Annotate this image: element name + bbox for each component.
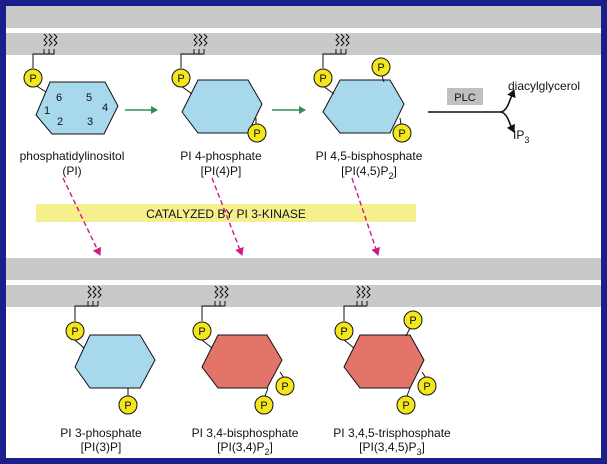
phosphate-p: P [23, 68, 43, 88]
ring-number-2: 2 [57, 116, 63, 128]
diacylglycerol-label: diacylglycerol [508, 79, 580, 93]
fatty-acid-tails [356, 285, 371, 299]
inositol-ring [322, 79, 405, 134]
fatty-acid-tails [87, 285, 102, 299]
fatty-acid-tails [214, 285, 229, 299]
phosphate-p: P [371, 57, 391, 77]
fatty-acid-tails [193, 33, 208, 47]
molecule-pip3: P P P P PI 3,4,5-trisphosphate [PI(3,4,5… [333, 285, 451, 457]
svg-text:P: P [423, 381, 430, 393]
phosphate-p: P [247, 123, 267, 143]
svg-text:P: P [253, 128, 260, 140]
fatty-acid-tails [43, 33, 58, 47]
molecule-pi3p: P P PI 3-phosphate [PI(3)P] [60, 285, 156, 454]
pi-abbrev: (PI) [62, 164, 81, 178]
svg-text:P: P [402, 400, 409, 412]
ring-number-5: 5 [86, 92, 92, 104]
molecule-pi: P 1 2 3 4 5 6 phosphatidylinositol (PI) [20, 33, 125, 178]
pip2-abbrev: [PI(4,5)P2] [341, 164, 397, 181]
phosphate-p: P [392, 123, 412, 143]
pi4p-name: PI 4-phosphate [180, 149, 262, 163]
pip3-name: PI 3,4,5-trisphosphate [333, 426, 451, 440]
inositol-ring [74, 334, 156, 389]
svg-text:P: P [281, 381, 288, 393]
pi3p-abbrev: [PI(3)P] [81, 440, 122, 454]
ring-number-1: 1 [44, 105, 50, 117]
ring-number-6: 6 [56, 92, 62, 104]
pi34p2-abbrev: [PI(3,4)P2] [217, 440, 273, 457]
molecule-pip2: P P P PI 4,5-bisphosphate [PI(4,5)P2] [313, 33, 423, 181]
fatty-acid-tails [335, 33, 350, 47]
svg-text:P: P [409, 315, 416, 327]
pip3-abbrev: [PI(3,4,5)P3] [359, 440, 425, 457]
arrow-pip2-to-pip3 [351, 177, 381, 256]
molecule-pi4p: P P PI 4-phosphate [PI(4)P] [171, 33, 267, 178]
pi4p-abbrev: [PI(4)P] [201, 164, 242, 178]
phosphate-p: P [192, 321, 212, 341]
kinase-banner-text: CATALYZED BY PI 3-KINASE [146, 207, 306, 221]
phosphate-p: P [417, 376, 437, 396]
pip2-name: PI 4,5-bisphosphate [316, 149, 423, 163]
molecule-pi34p2: P P P PI 3,4-bisphosphate [PI(3,4)P2] [192, 285, 299, 457]
phosphate-p: P [65, 321, 85, 341]
plc-box [447, 88, 483, 105]
bottom-membrane [6, 258, 601, 307]
svg-text:P: P [124, 400, 131, 412]
phosphate-p: P [275, 376, 295, 396]
svg-text:P: P [398, 128, 405, 140]
plc-cleavage: PLC diacylglycerol IP3 [428, 79, 580, 145]
phosphate-p: P [171, 68, 191, 88]
phosphate-p: P [334, 321, 354, 341]
pi34p2-name: PI 3,4-bisphosphate [192, 426, 299, 440]
arrow-pi-to-pi3p [62, 177, 102, 256]
pi-name: phosphatidylinositol [20, 149, 125, 163]
svg-text:P: P [198, 326, 205, 338]
svg-text:P: P [29, 73, 36, 85]
phosphate-p: P [254, 395, 274, 415]
plc-label: PLC [454, 92, 475, 104]
svg-text:P: P [260, 400, 267, 412]
inositol-ring [201, 334, 283, 389]
phosphate-p: P [403, 310, 423, 330]
inositol-ring [181, 79, 263, 134]
kinase-banner [36, 204, 416, 222]
svg-text:P: P [340, 326, 347, 338]
arrow-pi4p-to-pi34p2 [211, 177, 244, 256]
svg-text:P: P [377, 62, 384, 74]
top-membrane [6, 6, 601, 55]
phosphate-p: P [396, 395, 416, 415]
svg-text:P: P [71, 326, 78, 338]
svg-text:P: P [177, 73, 184, 85]
ip3-label: IP3 [513, 128, 529, 145]
pi3p-name: PI 3-phosphate [60, 426, 142, 440]
inositol-ring [343, 334, 425, 389]
phosphate-p: P [118, 395, 138, 415]
ring-number-3: 3 [87, 116, 93, 128]
inositol-ring [35, 81, 119, 135]
phosphate-p: P [313, 68, 333, 88]
ring-number-4: 4 [102, 102, 108, 114]
svg-text:P: P [319, 73, 326, 85]
